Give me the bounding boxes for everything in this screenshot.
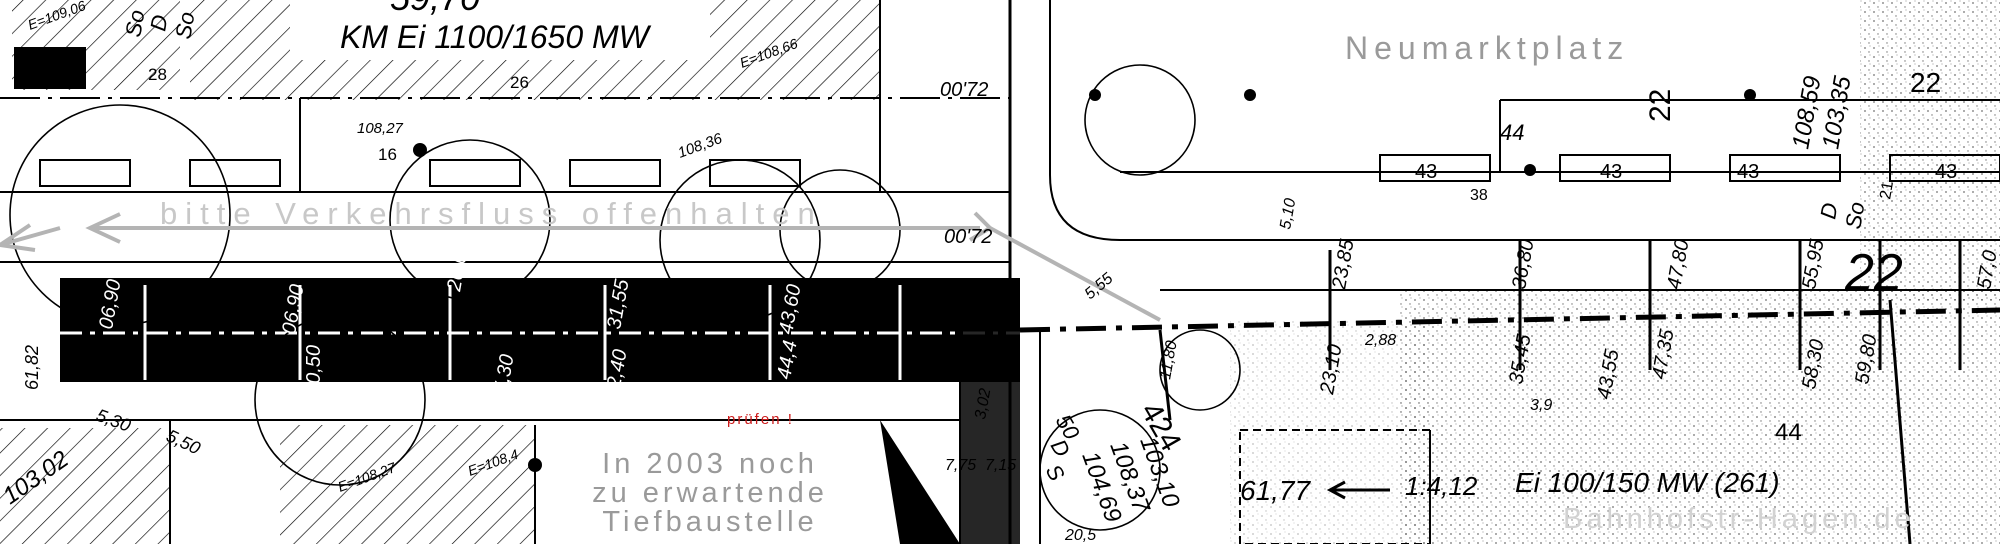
lot-44b: 44 xyxy=(1775,419,1802,446)
box-43-1: 43 xyxy=(1415,161,1437,183)
svg-text:S: S xyxy=(1041,460,1070,485)
traffic-message: bitte Verkehrsfluss offenhalten xyxy=(160,196,823,231)
cable-bottom-label: Ei 100/150 MW (261) xyxy=(1515,467,1780,498)
road-wedge xyxy=(880,420,960,544)
svg-text:7,15: 7,15 xyxy=(985,457,1016,474)
meas-top-2: 00'72 xyxy=(944,226,992,248)
construction-notice: In 2003 noch zu erwartende Tiefbaustelle xyxy=(560,450,860,537)
cable-top-value: 59,70 xyxy=(390,0,480,18)
box-43-2: 43 xyxy=(1600,161,1622,183)
misc-dimensions: 11,80 5,55 2,88 5,10 3,9 7,15 7,75 3,02 … xyxy=(945,197,1552,544)
box-43-4: 43 xyxy=(1935,161,1957,183)
svg-text:So: So xyxy=(120,8,149,39)
svg-text:55,95: 55,95 xyxy=(1798,237,1829,291)
check-note: prüfen ! xyxy=(727,411,794,428)
svg-text:61,82: 61,82 xyxy=(22,345,42,390)
place-name-label: Neumarktplatz xyxy=(1345,30,1630,66)
gradient-label: 1:4,12 xyxy=(1405,471,1478,501)
svg-text:So: So xyxy=(1840,200,1869,231)
svg-text:47,80: 47,80 xyxy=(1663,238,1693,291)
cable-top-label: KM Ei 1100/1650 MW xyxy=(340,19,652,55)
dimension-ticks xyxy=(143,285,902,380)
meas-top-1: 00'72 xyxy=(940,79,988,101)
svg-text:D: D xyxy=(1815,201,1842,221)
notice-line-1: In 2003 noch xyxy=(602,448,818,480)
notice-line-2: zu erwartende xyxy=(592,477,828,509)
elev-1: 108,27 xyxy=(357,120,404,137)
lot-28: 28 xyxy=(148,65,167,84)
svg-text:D: D xyxy=(145,13,172,33)
svg-text:5,55: 5,55 xyxy=(1082,270,1117,303)
lot-22b: 22 xyxy=(1844,244,1903,302)
lot-44: 44 xyxy=(1500,120,1524,145)
traffic-arrows xyxy=(0,211,1161,322)
small-boxes xyxy=(14,47,2000,544)
building-lots xyxy=(0,0,880,544)
svg-text:7,75: 7,75 xyxy=(945,457,976,474)
lot-26: 26 xyxy=(510,73,529,92)
elev-2: 108,36 xyxy=(676,130,726,162)
svg-text:3,02: 3,02 xyxy=(972,387,994,421)
svg-text:36,80: 36,80 xyxy=(1508,238,1538,291)
notice-line-3: Tiefbaustelle xyxy=(602,506,818,538)
lot-21: 21 xyxy=(1877,180,1897,201)
svg-text:3,9: 3,9 xyxy=(1530,397,1552,414)
lot-38: 38 xyxy=(1470,187,1488,204)
svg-text:23,85: 23,85 xyxy=(1328,237,1359,292)
lot-22c: 22 xyxy=(1644,89,1677,122)
svg-text:20,5: 20,5 xyxy=(1064,527,1096,544)
svg-text:2,88: 2,88 xyxy=(1364,332,1396,349)
svg-text:11,80: 11,80 xyxy=(1157,339,1181,380)
street-lamps xyxy=(413,89,1756,472)
box-43-3: 43 xyxy=(1737,161,1759,183)
svg-text:5,10: 5,10 xyxy=(1277,197,1299,231)
level-left-label: 61,77 xyxy=(1240,475,1311,506)
svg-text:10,50: 10,50 xyxy=(303,345,325,395)
website-watermark: Bahnhofstr-Hagen.de xyxy=(1563,503,1915,535)
cable-duct-strip xyxy=(60,278,1020,382)
lot-16: 16 xyxy=(378,145,397,164)
lot-22: 22 xyxy=(1910,67,1941,98)
svg-text:So: So xyxy=(170,10,199,41)
